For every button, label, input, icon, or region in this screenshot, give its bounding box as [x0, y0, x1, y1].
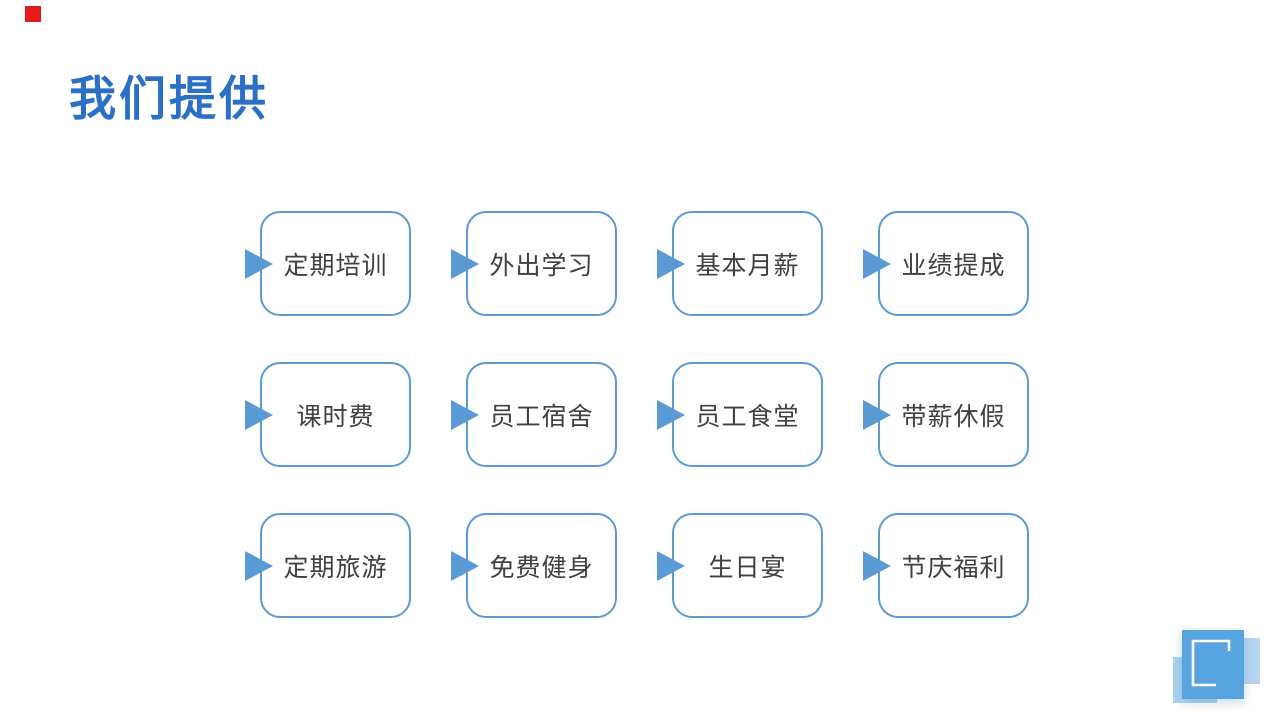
benefit-label: 员工食堂	[695, 402, 800, 431]
arrow-right-icon	[863, 550, 891, 581]
benefit-label: 带薪休假	[901, 402, 1006, 431]
arrow-right-icon	[863, 399, 891, 430]
arrow-right-icon	[451, 399, 479, 430]
arrow-right-icon	[657, 248, 685, 279]
benefit-card: 免费健身	[451, 513, 617, 618]
overlapping-squares-logo	[1160, 620, 1270, 715]
benefit-label: 节庆福利	[901, 553, 1006, 582]
arrow-right-icon	[245, 550, 273, 581]
benefit-label: 生日宴	[708, 553, 787, 582]
benefit-card: 业绩提成	[863, 211, 1029, 316]
arrow-right-icon	[863, 248, 891, 279]
benefit-card: 带薪休假	[863, 362, 1029, 467]
page-title: 我们提供	[69, 72, 269, 125]
benefit-card: 定期培训	[245, 211, 411, 316]
benefit-card: 员工食堂	[657, 362, 823, 467]
benefit-label: 定期培训	[283, 251, 388, 280]
benefits-grid: 定期培训 外出学习 基本月薪 业绩提成 课时费 员工宿舍 员工食堂 带薪休假	[245, 211, 1029, 618]
benefit-label: 课时费	[296, 402, 375, 431]
benefit-label: 基本月薪	[695, 251, 800, 280]
benefit-card: 节庆福利	[863, 513, 1029, 618]
benefit-card: 外出学习	[451, 211, 617, 316]
benefit-label: 免费健身	[489, 553, 594, 582]
benefit-card: 生日宴	[657, 513, 823, 618]
arrow-right-icon	[657, 550, 685, 581]
benefit-label: 业绩提成	[901, 251, 1006, 280]
open-square-icon	[1191, 639, 1231, 687]
benefit-label: 定期旅游	[283, 553, 388, 582]
arrow-right-icon	[451, 550, 479, 581]
arrow-right-icon	[245, 399, 273, 430]
benefit-card: 员工宿舍	[451, 362, 617, 467]
benefit-label: 外出学习	[489, 251, 594, 280]
benefit-card: 课时费	[245, 362, 411, 467]
benefit-label: 员工宿舍	[489, 402, 594, 431]
arrow-right-icon	[245, 248, 273, 279]
red-accent-square	[25, 6, 41, 22]
arrow-right-icon	[451, 248, 479, 279]
logo-square-main	[1182, 630, 1244, 699]
benefit-card: 定期旅游	[245, 513, 411, 618]
arrow-right-icon	[657, 399, 685, 430]
benefit-card: 基本月薪	[657, 211, 823, 316]
